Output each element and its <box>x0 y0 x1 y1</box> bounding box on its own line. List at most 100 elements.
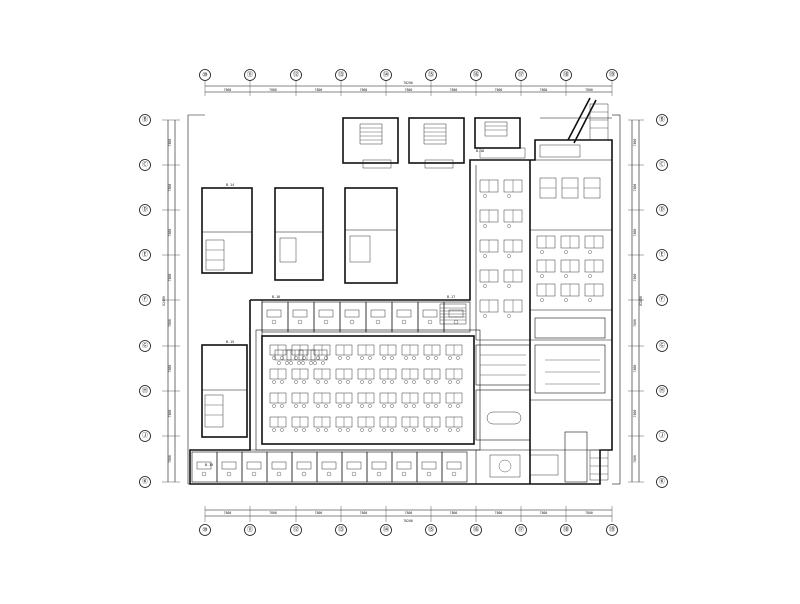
chair <box>324 380 328 384</box>
chair <box>338 404 342 408</box>
desk <box>446 461 462 470</box>
axis-bubble <box>290 524 302 536</box>
axis-bubble-label: Ⓚ <box>142 478 148 486</box>
workstation-clusters <box>269 344 463 432</box>
chair <box>453 319 459 325</box>
desk <box>196 461 212 470</box>
axis-bubble <box>199 69 211 81</box>
axis-bubble <box>139 476 151 488</box>
office-room <box>341 451 368 483</box>
desk <box>321 461 337 470</box>
dimension-label: 7800 <box>633 184 637 192</box>
axis-bubble <box>244 524 256 536</box>
chair <box>351 471 357 477</box>
axis-bubble <box>606 524 618 536</box>
chair <box>448 428 452 432</box>
dimension-label: 7800 <box>633 365 637 373</box>
axis-bubble <box>515 69 527 81</box>
chair <box>426 428 430 432</box>
dimension-label: 7800 <box>168 319 172 327</box>
office-room <box>266 451 293 483</box>
axis-bubble-label: ⑲ <box>609 526 615 534</box>
chair <box>368 428 372 432</box>
chair <box>316 404 320 408</box>
chair <box>404 356 408 360</box>
axis-bubble-label: Ⓖ <box>142 342 148 350</box>
dimension-label: 7800 <box>224 88 232 92</box>
desk <box>344 309 360 318</box>
total-dimension-label: 70200 <box>403 519 413 523</box>
round-table <box>498 459 512 473</box>
chair <box>280 404 284 408</box>
dimension-label: 7800 <box>633 455 637 463</box>
desk <box>421 461 437 470</box>
chair <box>360 356 364 360</box>
axis-bubble <box>139 385 151 397</box>
desk <box>370 309 386 318</box>
chair <box>382 428 386 432</box>
chair <box>297 319 303 325</box>
chair <box>483 224 487 228</box>
chair <box>251 471 257 477</box>
axis-bubble-label: ⑱ <box>563 526 569 534</box>
chair <box>276 471 282 477</box>
chair <box>272 380 276 384</box>
axis-bubble-label: Ⓓ <box>142 206 148 214</box>
dimension-lines <box>167 85 640 517</box>
total-dimension-label: 62400 <box>639 296 643 306</box>
office-room <box>366 451 393 483</box>
axis-bubble-label: ⑭ <box>383 526 389 534</box>
axis-bubble-label: ⑯ <box>473 71 479 79</box>
dimension-label: 7800 <box>269 511 277 515</box>
axis-bubble <box>560 524 572 536</box>
dimension-label: 7800 <box>450 511 458 515</box>
desk <box>221 461 237 470</box>
chair <box>301 361 305 365</box>
desk <box>271 461 287 470</box>
chair <box>507 314 511 318</box>
north-office-row <box>261 301 471 333</box>
axis-bubble-label: ⑪ <box>247 71 253 79</box>
chair <box>201 471 207 477</box>
axis-bubble <box>199 524 211 536</box>
chair <box>434 380 438 384</box>
axis-bubble-label: ⑲ <box>609 71 615 79</box>
axis-bubble-label: ⑰ <box>518 526 524 534</box>
chair <box>294 380 298 384</box>
chair <box>272 428 276 432</box>
dimension-label: 7800 <box>224 511 232 515</box>
dimension-label: 7800 <box>540 511 548 515</box>
dimension-label: 7800 <box>168 139 172 147</box>
axis-bubble <box>515 524 527 536</box>
office-room <box>191 451 218 483</box>
desk <box>396 461 412 470</box>
axis-bubble-label: ⑮ <box>428 526 434 534</box>
chair <box>540 250 544 254</box>
chair <box>346 380 350 384</box>
dimension-label: 7800 <box>633 229 637 237</box>
chair <box>412 428 416 432</box>
desk <box>246 461 262 470</box>
chair <box>434 356 438 360</box>
room-tag: B-14 <box>226 183 234 187</box>
chair <box>277 361 281 365</box>
room-tag: B-16 <box>272 295 280 299</box>
chair <box>564 274 568 278</box>
dimension-label: 7800 <box>495 511 503 515</box>
chair <box>316 428 320 432</box>
dimension-label: 7800 <box>495 88 503 92</box>
chair <box>382 380 386 384</box>
chair <box>483 254 487 258</box>
axis-bubble-label: ⑩ <box>202 72 207 79</box>
dimension-label: 7800 <box>360 88 368 92</box>
axis-bubble-label: ⑫ <box>293 71 299 79</box>
desk <box>422 309 438 318</box>
chair <box>346 404 350 408</box>
axis-bubble <box>656 204 668 216</box>
chair <box>294 356 298 360</box>
chair <box>456 356 460 360</box>
axis-bubble-label: ⑬ <box>338 71 344 79</box>
chair <box>412 380 416 384</box>
